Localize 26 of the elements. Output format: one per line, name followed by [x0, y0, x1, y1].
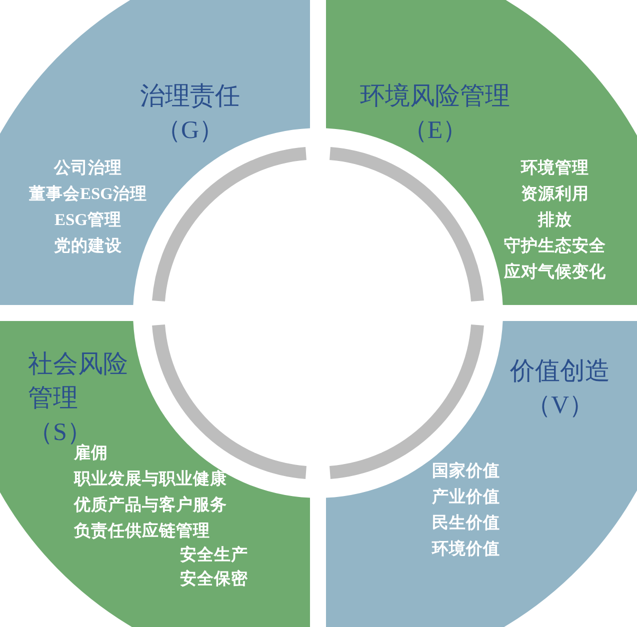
topic-text: 职业发展与职业健康: [74, 468, 227, 490]
topic-text: 优质产品与客户服务: [74, 494, 227, 516]
topic-text: 环境管理: [521, 157, 589, 179]
topic-text: 守护生态安全: [504, 235, 606, 257]
topic-text: 雇佣: [74, 443, 108, 464]
topic-text: 国家价值: [432, 460, 500, 482]
topic-text: 资源利用: [521, 183, 589, 205]
topic-text: 环境价值: [432, 538, 500, 560]
quadrant-heading: 环境风险管理（E）: [359, 82, 511, 146]
topic-text: 产业价值: [432, 486, 500, 508]
topic-text: 公司治理: [54, 157, 122, 179]
quadrant-panel: [326, 321, 637, 627]
topic-text: 安全保密: [180, 568, 248, 590]
topic-text: 党的建设: [54, 235, 122, 257]
topic-text: ESG管理: [54, 209, 122, 231]
topic-text: 应对气候变化: [504, 261, 606, 283]
quadrant-panel: [0, 321, 310, 627]
topic-text: 董事会ESG治理: [29, 183, 148, 205]
topic-text: 负责任供应链管理: [74, 520, 210, 542]
topic-text: 排放: [538, 209, 572, 231]
quadrant-heading: 价值创造（V）: [509, 357, 611, 421]
quadrant-heading: 治理责任（G）: [139, 82, 241, 146]
topic-text: 安全生产: [180, 544, 248, 566]
topic-text: 民生价值: [432, 512, 500, 534]
quadrant-panel: [326, 0, 637, 305]
quadrant-panel: [0, 0, 310, 305]
